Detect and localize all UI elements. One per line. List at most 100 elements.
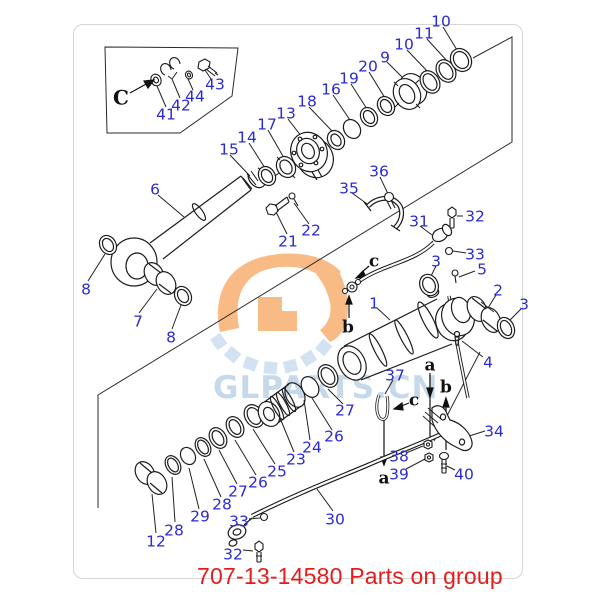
part-label-34: 34 bbox=[484, 423, 504, 441]
part-label-28: 28 bbox=[212, 496, 232, 514]
oring-33-top bbox=[446, 248, 453, 255]
ref-letter-C: C bbox=[113, 86, 129, 110]
ring-16 bbox=[340, 116, 364, 141]
part-label-13: 13 bbox=[276, 105, 296, 123]
bolt-40 bbox=[440, 453, 449, 474]
part-label-26: 26 bbox=[324, 428, 344, 446]
part-label-44: 44 bbox=[185, 88, 205, 106]
part-label-3: 3 bbox=[431, 253, 441, 271]
part-label-16: 16 bbox=[321, 81, 341, 99]
inset-parts-41-44 bbox=[149, 58, 218, 88]
part-label-41: 41 bbox=[156, 106, 176, 124]
ring-14 bbox=[255, 163, 279, 188]
part-label-15: 15 bbox=[219, 141, 239, 159]
part-label-4: 4 bbox=[483, 354, 493, 372]
part-label-24: 24 bbox=[302, 439, 322, 457]
grease-fitting-4 bbox=[455, 332, 460, 346]
part-label-18: 18 bbox=[297, 93, 317, 111]
part-label-36: 36 bbox=[369, 163, 389, 181]
bearing-17 bbox=[273, 153, 300, 181]
part-label-5: 5 bbox=[477, 261, 487, 279]
bracket-group bbox=[377, 395, 472, 473]
image-border bbox=[73, 24, 523, 579]
leader-lines bbox=[88, 27, 521, 551]
ring-20 bbox=[374, 93, 398, 118]
part-label-22: 22 bbox=[301, 222, 321, 240]
ref-letter-c: c bbox=[409, 391, 419, 411]
bolt-36 bbox=[385, 193, 396, 210]
oring-33-bottom bbox=[261, 514, 268, 521]
cylinder-group bbox=[332, 271, 518, 385]
ring-10a bbox=[416, 67, 444, 97]
part-label-42: 42 bbox=[171, 97, 191, 115]
part-label-1: 1 bbox=[369, 295, 379, 313]
gear-icon bbox=[210, 332, 333, 375]
part-label-14: 14 bbox=[237, 129, 257, 147]
part-label-32: 32 bbox=[223, 546, 243, 564]
part-label-26: 26 bbox=[248, 474, 268, 492]
ring-3-top bbox=[416, 271, 442, 299]
ring-3-right bbox=[494, 315, 518, 342]
part-label-7: 7 bbox=[133, 313, 143, 331]
ref-letter-a: a bbox=[424, 356, 435, 376]
part-label-29: 29 bbox=[190, 508, 210, 526]
part-label-9: 9 bbox=[380, 49, 390, 67]
part-label-10: 10 bbox=[394, 36, 414, 54]
ref-letter-c: c bbox=[369, 252, 379, 272]
piston-seal-chain bbox=[131, 361, 342, 498]
part-label-17: 17 bbox=[257, 116, 277, 134]
bolt-43 bbox=[198, 59, 218, 76]
part-label-39: 39 bbox=[389, 466, 409, 484]
cylinder-tube-1 bbox=[332, 287, 479, 385]
part-label-37: 37 bbox=[385, 367, 405, 385]
part-label-40: 40 bbox=[454, 466, 474, 484]
part-label-19: 19 bbox=[339, 70, 359, 88]
ring-28a bbox=[162, 453, 184, 477]
ring-27b bbox=[314, 361, 342, 391]
part-label-23: 23 bbox=[286, 451, 306, 469]
part-label-32: 32 bbox=[465, 208, 485, 226]
part-label-38: 38 bbox=[389, 448, 409, 466]
part-label-6: 6 bbox=[150, 181, 160, 199]
nut-39 bbox=[425, 453, 433, 462]
part-label-10: 10 bbox=[431, 13, 451, 31]
bolt-21-screw-22 bbox=[266, 193, 298, 215]
part-label-8: 8 bbox=[81, 281, 91, 299]
ring-11 bbox=[432, 56, 460, 86]
ring-19 bbox=[357, 104, 381, 129]
bolt-32-top bbox=[448, 207, 456, 228]
ring-28b bbox=[192, 435, 214, 459]
caption: 707-13-14580 Parts on group bbox=[197, 563, 503, 589]
bolt-32-bottom bbox=[255, 541, 263, 562]
part-label-2: 2 bbox=[493, 282, 503, 300]
part-label-8: 8 bbox=[166, 329, 176, 347]
part-label-33: 33 bbox=[465, 246, 485, 264]
part-label-12: 12 bbox=[146, 533, 166, 551]
bolt-5 bbox=[452, 270, 458, 283]
ref-letter-a: a bbox=[378, 469, 389, 489]
part-label-3: 3 bbox=[519, 296, 529, 314]
part-label-33: 33 bbox=[229, 513, 249, 531]
part-label-30: 30 bbox=[325, 511, 345, 529]
part-label-11: 11 bbox=[414, 25, 434, 43]
part-label-27: 27 bbox=[228, 483, 248, 501]
ring-29 bbox=[177, 445, 198, 468]
head-seal-chain bbox=[248, 45, 476, 189]
nut-38 bbox=[424, 440, 432, 449]
piston-rod-6 bbox=[111, 171, 258, 286]
dust-seal-8-left bbox=[96, 232, 120, 257]
elbow-30-end bbox=[226, 518, 252, 547]
part-label-21: 21 bbox=[278, 233, 298, 251]
rod-group bbox=[96, 171, 258, 309]
piston-23 bbox=[254, 379, 309, 430]
part-label-20: 20 bbox=[358, 58, 378, 76]
part-label-25: 25 bbox=[267, 463, 287, 481]
dust-seal-8-right bbox=[171, 283, 195, 308]
bushing-2 bbox=[463, 293, 504, 335]
part-label-43: 43 bbox=[205, 76, 225, 94]
ring-27a bbox=[206, 424, 231, 451]
banjo-fitting bbox=[343, 280, 361, 294]
